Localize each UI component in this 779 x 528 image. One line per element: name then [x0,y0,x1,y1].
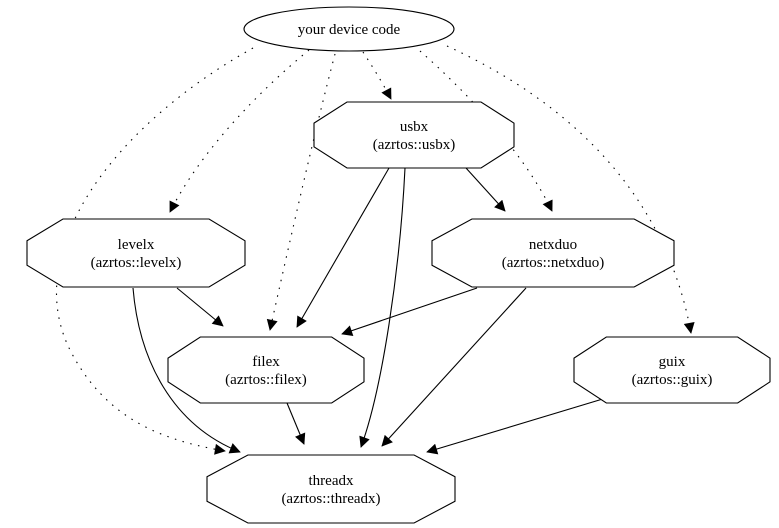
edge-device-usbx [362,51,392,100]
edge-guix-threadx [426,397,607,455]
edge-device-guix [446,45,695,334]
threadx-octagon-shape [206,454,456,524]
levelx-label: levelx [118,237,155,253]
threadx-sublabel: (azrtos::threadx) [281,491,380,507]
filex-octagon-shape [167,336,365,404]
filex-sublabel: (azrtos::filex) [225,372,307,388]
edge-device-levelx [169,49,310,213]
node-filex: filex(azrtos::filex) [167,336,365,404]
edge-levelx-filex [176,287,224,327]
filex-label: filex [252,354,280,370]
levelx-sublabel: (azrtos::levelx) [91,255,182,271]
threadx-label: threadx [309,473,354,489]
node-usbx: usbx(azrtos::usbx) [313,101,515,169]
netxduo-sublabel: (azrtos::netxduo) [502,255,604,271]
usbx-label: usbx [400,119,429,135]
device-ellipse-shape [243,6,455,52]
usbx-sublabel: (azrtos::usbx) [373,137,455,153]
usbx-octagon-shape [313,101,515,169]
device-label: your device code [298,22,401,38]
edge-usbx-netxduo [465,167,506,212]
node-levelx: levelx(azrtos::levelx) [26,218,246,288]
guix-octagon-shape [573,336,771,404]
edge-device-netxduo [419,50,553,212]
guix-sublabel: (azrtos::guix) [632,372,713,388]
node-guix: guix(azrtos::guix) [573,336,771,404]
netxduo-label: netxduo [529,237,577,253]
edge-usbx-threadx [359,167,406,448]
edges-layer [55,45,695,455]
node-netxduo: netxduo(azrtos::netxduo) [431,218,675,288]
edge-filex-threadx [286,402,306,445]
levelx-octagon-shape [26,218,246,288]
guix-label: guix [659,354,686,370]
edge-levelx-threadx [132,287,241,454]
edge-usbx-filex [296,167,390,328]
edge-netxduo-filex [341,287,478,336]
netxduo-octagon-shape [431,218,675,288]
node-device: your device code [243,6,455,52]
edge-netxduo-threadx [381,287,527,447]
nodes-layer: your device codeusbx(azrtos::usbx)levelx… [26,6,771,524]
edge-device-filex [266,53,336,331]
node-threadx: threadx(azrtos::threadx) [206,454,456,524]
